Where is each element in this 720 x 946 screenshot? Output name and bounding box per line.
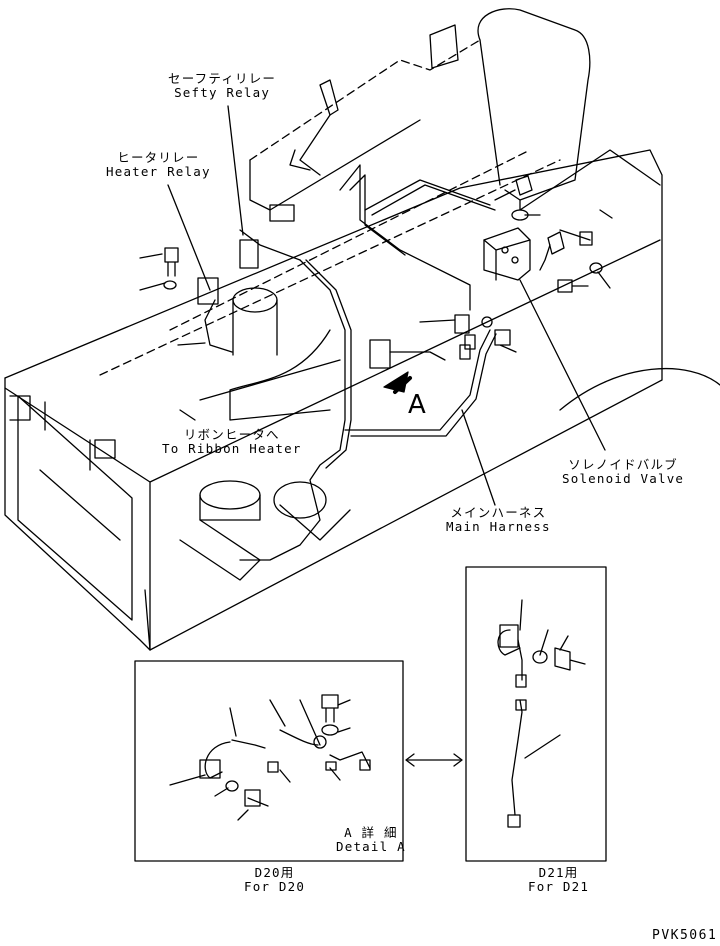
view-marker-a: A [408,390,426,420]
ribbon-heater-label: リボンヒータへ To Ribbon Heater [162,428,302,456]
for-d20-label-jp: D20用 [254,865,295,880]
heater-relay-label: ヒータリレー Heater Relay [106,151,211,179]
main-harness-label: メインハーネス Main Harness [446,506,551,534]
drawing-code: PVK5061 [652,928,718,943]
main-harness-label-en: Main Harness [446,519,551,534]
solenoid-valve-label-en: Solenoid Valve [562,471,685,486]
solenoid-valve-label: ソレノイドバルブ Solenoid Valve [562,458,684,486]
solenoid-valve-label-jp: ソレノイドバルブ [568,457,678,472]
detail-frames [134,566,607,862]
main-harness-label-jp: メインハーネス [450,505,547,520]
ribbon-heater-label-en: To Ribbon Heater [162,441,302,456]
for-d20-label: D20用 For D20 [244,866,305,894]
for-d21-label: D21用 For D21 [528,866,589,894]
detail-a-label-en: Detail A [336,839,406,854]
detail-a-parts [169,694,371,821]
d21-parts [497,599,586,828]
leader-lines [139,105,613,506]
detail-a-label: A 詳 細 Detail A [336,826,406,854]
machine-body [4,8,720,651]
heater-relay-label-en: Heater Relay [106,164,211,179]
for-d21-label-jp: D21用 [538,865,579,880]
for-d20-label-en: For D20 [244,879,306,894]
ribbon-heater-label-jp: リボンヒータへ [183,427,280,442]
safety-relay-label: セーフティリレー Sefty Relay [168,72,276,100]
for-d21-label-en: For D21 [528,879,590,894]
heater-relay-label-jp: ヒータリレー [117,150,200,165]
safety-relay-label-jp: セーフティリレー [168,71,277,86]
safety-relay-label-en: Sefty Relay [174,85,271,100]
detail-a-label-jp: A 詳 細 [344,825,398,840]
